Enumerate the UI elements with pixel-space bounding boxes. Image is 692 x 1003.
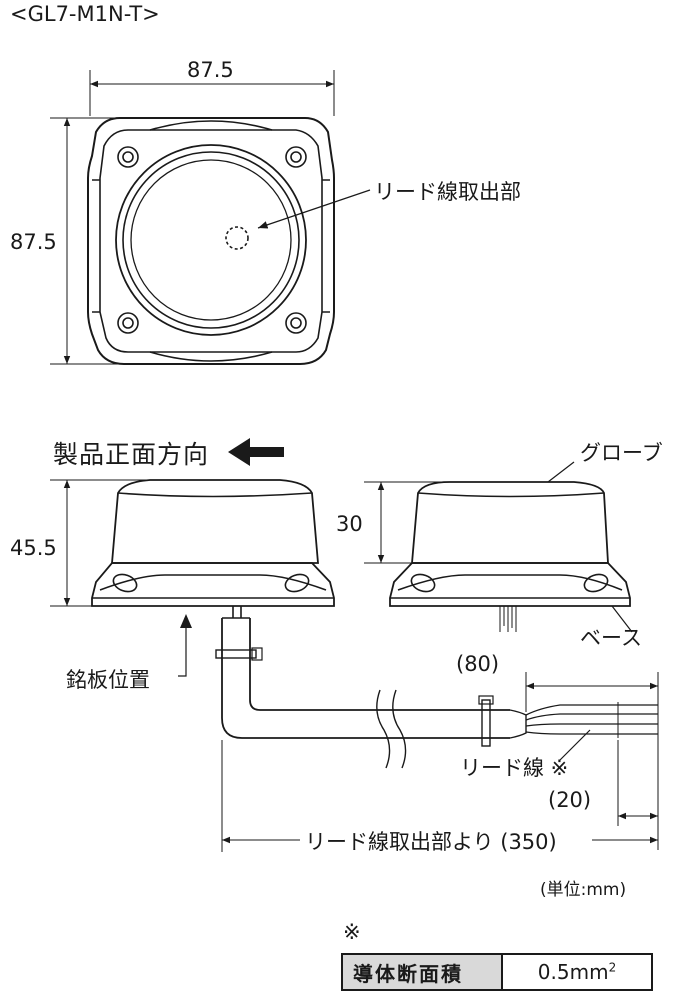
- lead-wire-label: リード線 ※: [460, 756, 569, 780]
- nameplate-label: 銘板位置: [66, 668, 150, 692]
- lead-outlet-marker: [225, 226, 249, 250]
- top-height-dimension: 87.5: [10, 230, 57, 254]
- top-view-drawing: [87, 117, 371, 365]
- conductor-spec-table: 導体断面積 0.5mm2: [341, 953, 653, 991]
- lead-length-dimension: (80): [456, 652, 500, 676]
- front-direction-label: 製品正面方向: [53, 440, 210, 469]
- base-label: ベース: [580, 626, 642, 650]
- screw-icon: [285, 146, 307, 168]
- top-view-dimensions: [50, 70, 335, 365]
- cable-length-label: リード線取出部より (350): [305, 830, 557, 854]
- strip-length-dimension: (20): [548, 788, 592, 812]
- side-view-right-dimensions: [364, 481, 450, 564]
- side-height-dimension: 45.5: [10, 536, 57, 560]
- spec-value-superscript: 2: [608, 960, 617, 975]
- front-direction-arrow-icon: [228, 438, 284, 466]
- nameplate-arrow-icon: [178, 614, 192, 677]
- cable-dimensions: [221, 672, 659, 852]
- side-view-right-drawing: [389, 461, 633, 633]
- screw-icon: [117, 312, 139, 334]
- spec-label-cell: 導体断面積: [341, 953, 503, 991]
- unit-label: (単位:mm): [540, 880, 627, 900]
- model-label: <GL7-M1N-T>: [10, 2, 160, 26]
- screw-icon: [285, 312, 307, 334]
- top-width-dimension: 87.5: [187, 58, 234, 82]
- globe-height-dimension: 30: [336, 512, 363, 536]
- table-row: 導体断面積 0.5mm2: [341, 953, 653, 991]
- spec-value: 0.5mm: [537, 960, 609, 984]
- side-view-left-dimensions: [50, 479, 148, 607]
- lead-outlet-label: リード線取出部: [374, 180, 521, 204]
- screw-icon: [117, 146, 139, 168]
- side-view-left-drawing: [91, 479, 658, 769]
- globe-label: グローブ: [580, 441, 663, 465]
- spec-value-cell: 0.5mm2: [501, 953, 653, 991]
- note-mark: ※: [343, 920, 361, 944]
